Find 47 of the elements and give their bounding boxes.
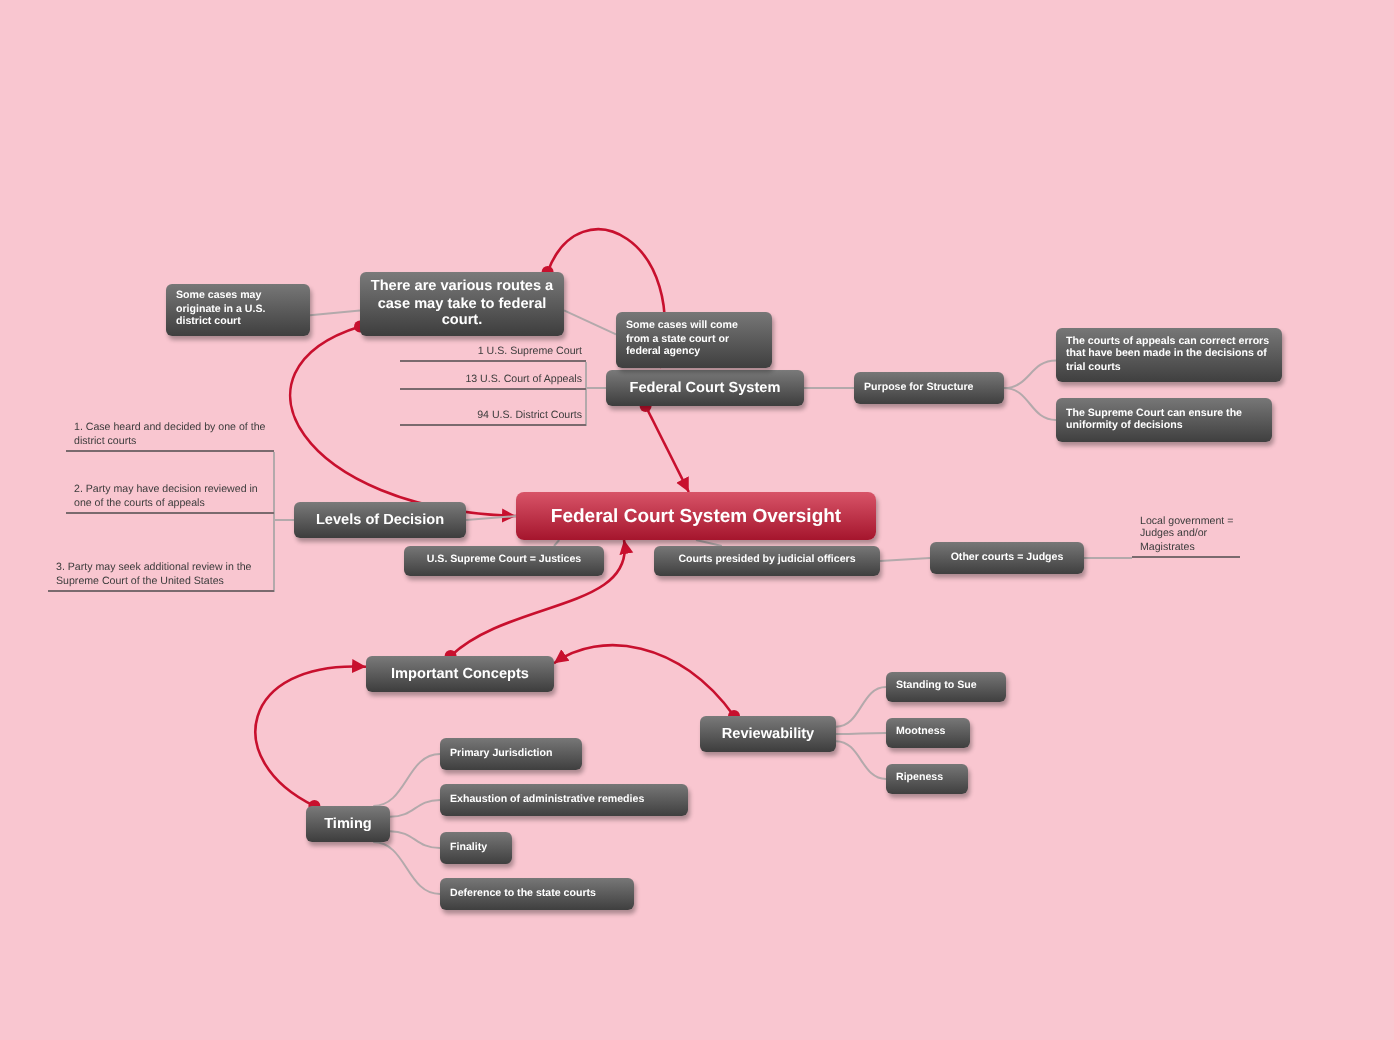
connector-line [1083,557,1133,559]
connector-line [389,830,441,849]
connector-line [803,387,855,389]
underlined-topic [400,340,586,362]
subtopic-box [440,832,512,864]
connector-line [835,686,887,728]
subtopic-box [886,672,1006,702]
connector-line [695,539,723,547]
arrow [553,643,740,722]
subtopic-box [1056,398,1272,442]
connector-line [879,557,931,562]
central-topic [516,492,876,540]
subtopic-box [1056,328,1282,382]
topic-box [366,656,554,692]
connector-line [835,732,887,735]
underlined-topic [400,404,586,426]
subtopic-box [440,878,634,910]
connector-line [389,799,441,818]
topic-box [294,502,466,538]
subtopic-box [404,546,604,576]
connector-line [585,387,607,427]
connector-line [465,515,517,521]
subtopic-box [440,784,688,816]
connector-line [372,841,441,895]
underlined-topic [400,368,586,390]
subtopic-box [886,718,970,748]
topic-box [306,806,390,842]
connector-line [1003,359,1057,389]
subtopic-box [654,546,880,576]
connector-line [563,309,617,336]
arrow [639,400,690,493]
arrow [254,660,366,812]
arrow [444,539,632,662]
connector-line [553,539,561,547]
connector-line [1003,387,1057,421]
connector-line [309,309,361,317]
subtopic-box [930,542,1084,574]
topic-text: Federal Court System Oversight [550,505,842,527]
subtopic-box [440,738,582,770]
subtopic-box [616,312,772,368]
topic-box [606,370,804,406]
connector-line [372,753,441,807]
subtopic-box [886,764,968,794]
subtopic-box [166,284,310,336]
subtopic-box [854,372,1004,404]
connector-line [835,740,887,780]
topic-box [700,716,836,752]
